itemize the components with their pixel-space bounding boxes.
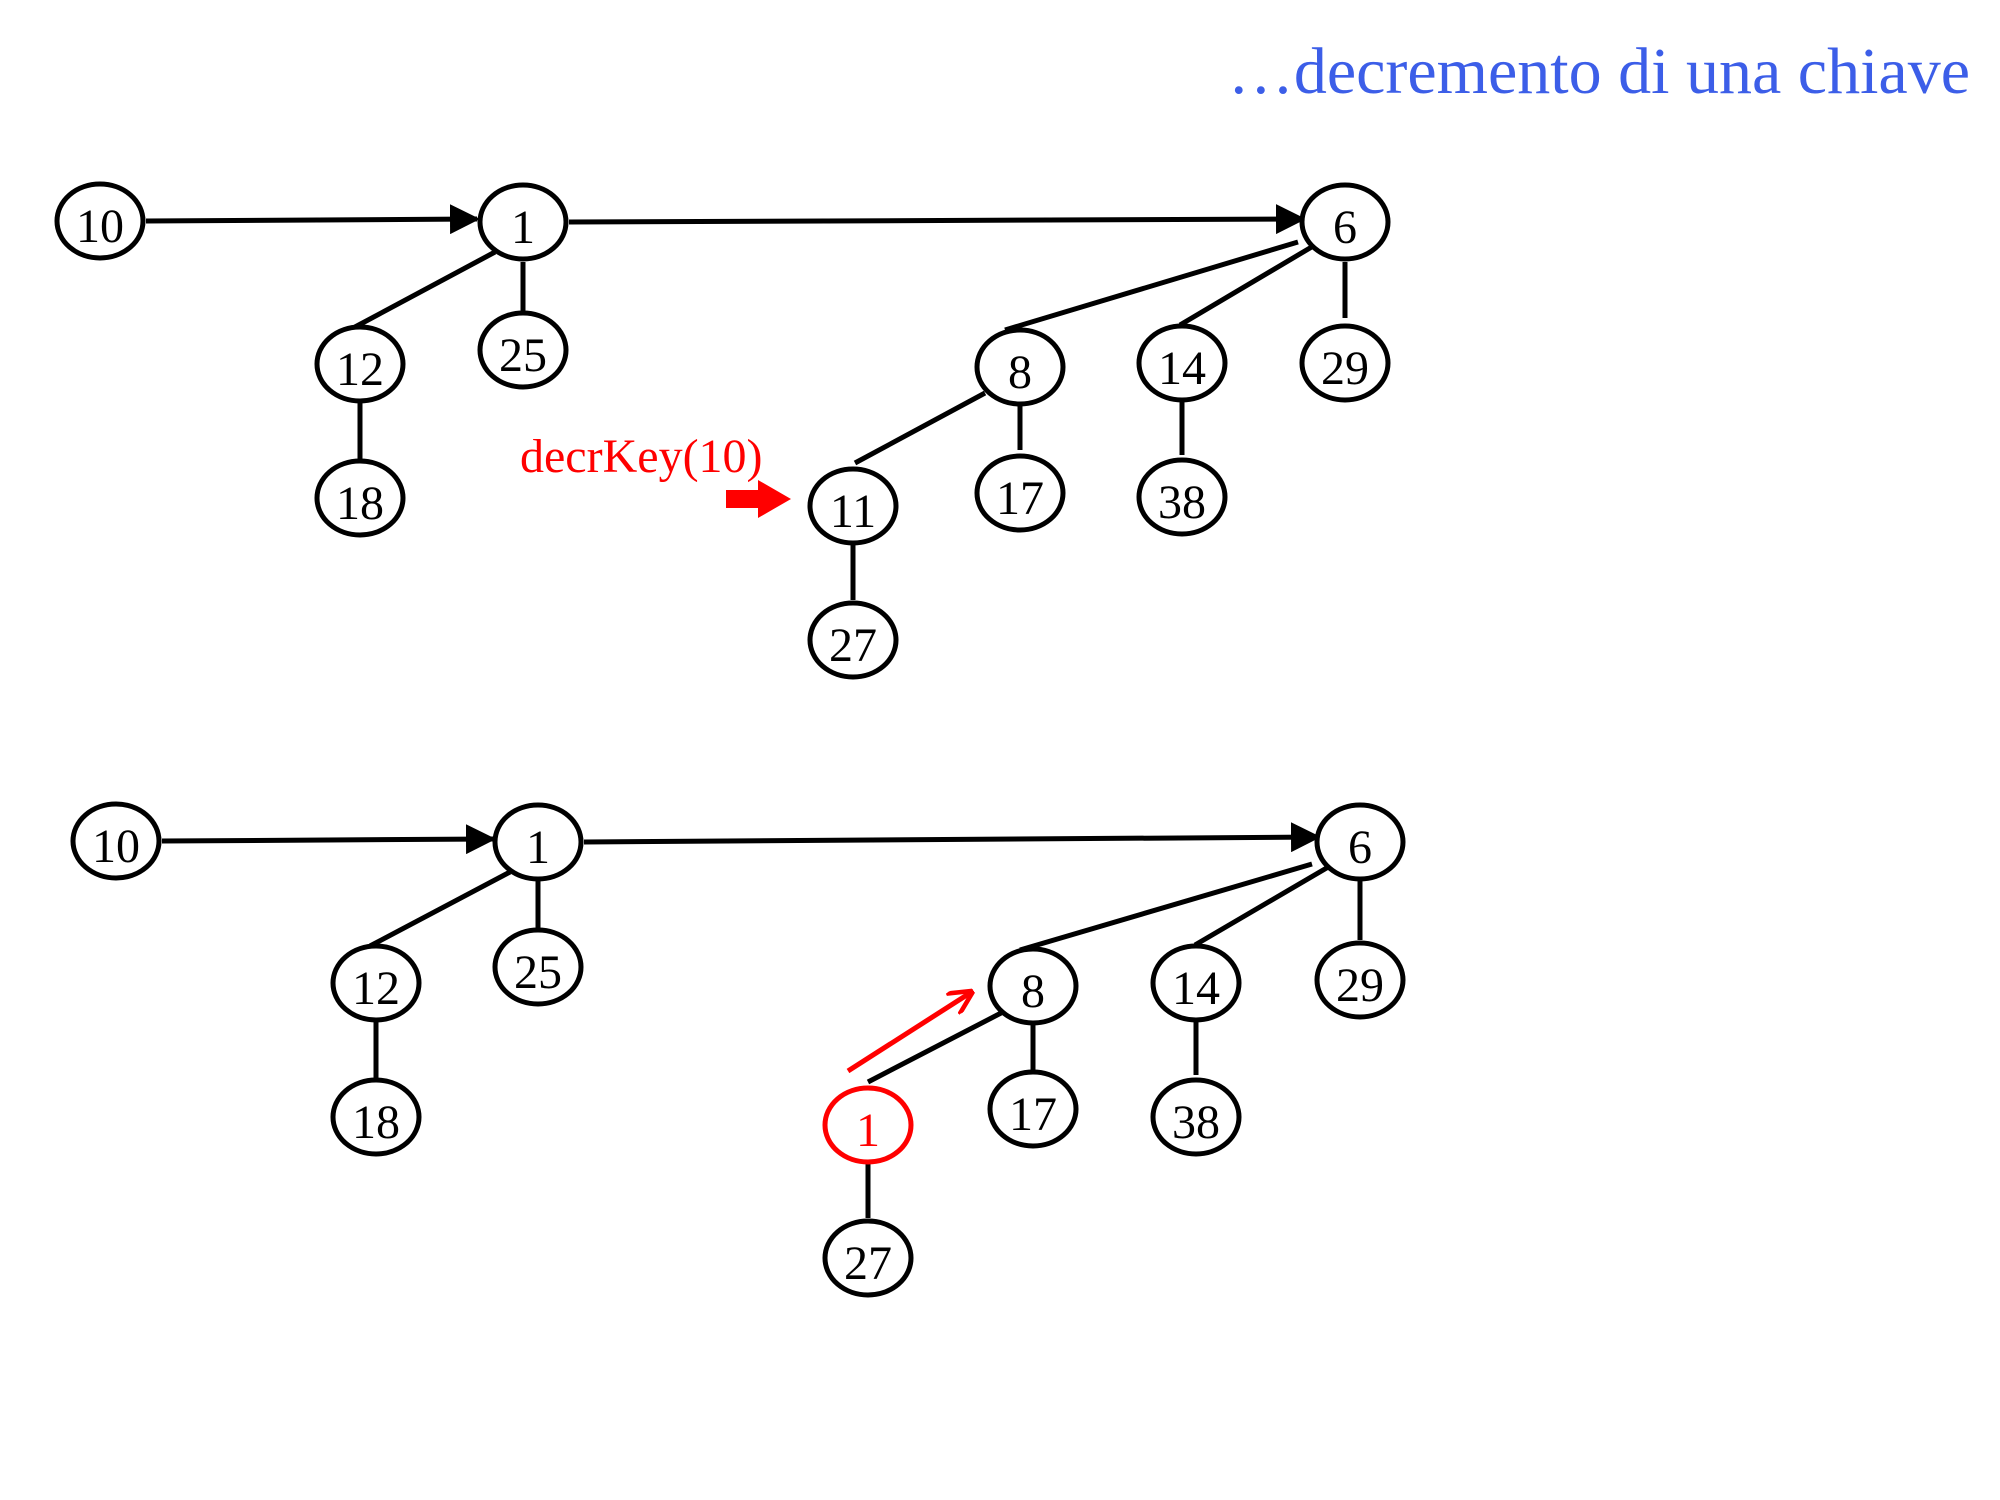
node-key: 18 — [352, 1096, 400, 1149]
root-link-arrow — [568, 204, 1306, 235]
node-key: 10 — [76, 200, 124, 253]
tree-node: 8 — [974, 327, 1066, 407]
node-key: 14 — [1158, 342, 1206, 395]
node-key: 6 — [1333, 201, 1357, 254]
tree-node-target: 11 — [807, 466, 899, 546]
node-key: 17 — [1009, 1088, 1057, 1141]
node-key: 18 — [336, 477, 384, 530]
top-heap: 10 1 6 12 25 18 — [54, 181, 1391, 680]
tree-node: 38 — [1136, 457, 1228, 537]
tree-node-decreased: 1 — [822, 1085, 914, 1165]
operation-label: decrKey(10) — [520, 430, 763, 483]
node-key: 1 — [511, 201, 535, 254]
node-key: 1 — [856, 1104, 880, 1157]
root-link-arrow — [583, 822, 1321, 853]
node-key: 27 — [844, 1237, 892, 1290]
node-key: 11 — [830, 485, 876, 538]
slide-title: …decremento di una chiave — [1227, 35, 1970, 108]
node-key: 12 — [352, 962, 400, 1015]
node-key: 25 — [499, 329, 547, 382]
tree-node: 17 — [974, 453, 1066, 533]
root-link-arrow — [145, 204, 480, 235]
move-up-arrow-icon — [846, 993, 970, 1074]
tree-node: 27 — [822, 1218, 914, 1298]
tree-node: 25 — [492, 927, 584, 1007]
bottom-heap: 10 1 6 12 25 18 — [70, 801, 1406, 1298]
tree-node: 10 — [54, 181, 146, 261]
node-key: 8 — [1021, 965, 1045, 1018]
tree-node: 6 — [1314, 802, 1406, 882]
tree-node: 38 — [1150, 1077, 1242, 1157]
tree-node: 10 — [70, 801, 162, 881]
node-key: 29 — [1321, 342, 1369, 395]
tree-node: 18 — [330, 1077, 422, 1157]
tree-node: 14 — [1136, 323, 1228, 403]
node-key: 38 — [1172, 1096, 1220, 1149]
tree-node: 29 — [1299, 323, 1391, 403]
tree-node: 1 — [477, 182, 569, 262]
node-key: 17 — [996, 472, 1044, 525]
tree-node: 12 — [314, 324, 406, 404]
node-key: 14 — [1172, 962, 1220, 1015]
tree-edges — [368, 861, 1363, 1218]
tree-edges — [353, 239, 1348, 600]
tree-node: 1 — [492, 802, 584, 882]
node-key: 25 — [514, 946, 562, 999]
tree-node: 25 — [477, 310, 569, 390]
tree-node: 8 — [987, 946, 1079, 1026]
tree-node: 6 — [1299, 182, 1391, 262]
root-link-arrow — [161, 824, 496, 855]
node-key: 8 — [1008, 346, 1032, 399]
node-key: 6 — [1348, 821, 1372, 874]
node-key: 1 — [526, 821, 550, 874]
node-key: 29 — [1336, 959, 1384, 1012]
pointer-arrow-icon — [726, 480, 791, 518]
tree-node: 17 — [987, 1069, 1079, 1149]
tree-node: 12 — [330, 943, 422, 1023]
node-key: 12 — [336, 343, 384, 396]
tree-node: 14 — [1150, 943, 1242, 1023]
tree-node: 29 — [1314, 940, 1406, 1020]
tree-node: 18 — [314, 458, 406, 538]
node-key: 38 — [1158, 476, 1206, 529]
node-key: 10 — [92, 820, 140, 873]
node-key: 27 — [829, 619, 877, 672]
tree-node: 27 — [807, 600, 899, 680]
